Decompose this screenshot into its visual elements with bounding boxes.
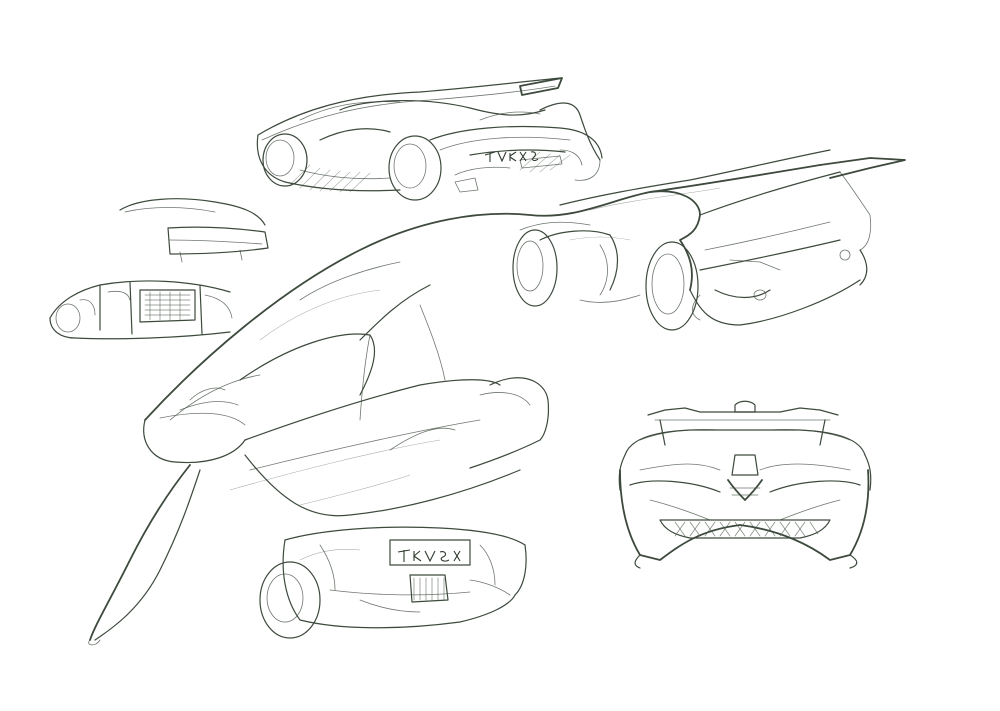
rear-elevation-view (618, 400, 872, 569)
badge-text-bottom (397, 549, 461, 563)
lower-rear-detail-view (259, 526, 527, 639)
rear-three-quarter-view (256, 77, 603, 201)
side-detail-view (49, 198, 269, 340)
top-perspective-view (88, 149, 906, 646)
badge-text-top (484, 151, 539, 163)
